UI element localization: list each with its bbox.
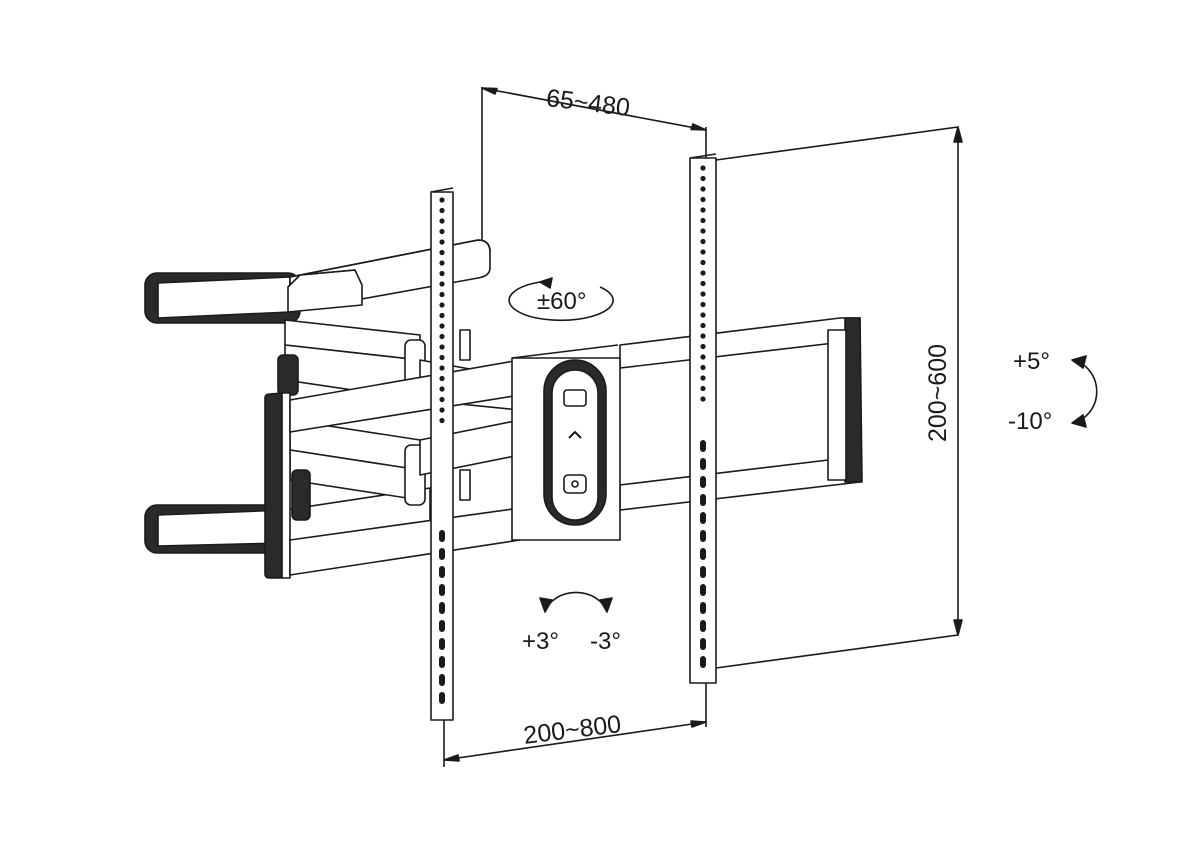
mounting-hole bbox=[700, 396, 706, 402]
mounting-slot bbox=[700, 494, 706, 506]
mounting-slot bbox=[700, 566, 706, 578]
mounting-slot bbox=[700, 458, 706, 470]
mounting-hole bbox=[700, 280, 706, 287]
mounting-hole bbox=[439, 396, 445, 403]
mounting-hole bbox=[439, 270, 445, 277]
mounting-hole bbox=[700, 196, 706, 203]
level-plus-label: +3° bbox=[522, 628, 559, 655]
mounting-slot bbox=[439, 620, 445, 632]
mounting-hole bbox=[700, 228, 706, 234]
mounting-slot bbox=[700, 656, 706, 668]
mounting-hole bbox=[439, 281, 445, 287]
mounting-hole bbox=[439, 323, 445, 329]
mounting-slot bbox=[439, 548, 445, 560]
extension-dimension-lines bbox=[481, 87, 707, 240]
mounting-hole bbox=[700, 270, 706, 276]
mounting-slot bbox=[439, 530, 445, 542]
swivel-angle-label: ±60° bbox=[537, 288, 587, 315]
mounting-slot bbox=[700, 620, 706, 632]
mounting-slot bbox=[439, 674, 445, 686]
mounting-hole bbox=[439, 375, 445, 382]
mounting-hole bbox=[439, 218, 445, 224]
mounting-slot bbox=[700, 440, 706, 452]
center-carriage bbox=[511, 344, 621, 541]
mounting-hole bbox=[439, 344, 445, 350]
horizontal-dimension-lines bbox=[443, 680, 707, 767]
mounting-slot bbox=[700, 530, 706, 542]
mounting-hole bbox=[700, 175, 706, 182]
vertical-dimension-lines bbox=[715, 126, 963, 669]
mounting-hole bbox=[700, 207, 706, 213]
mounting-slot bbox=[439, 584, 445, 596]
mounting-slot bbox=[700, 584, 706, 596]
mounting-slot bbox=[700, 638, 706, 650]
mounting-hole bbox=[439, 239, 445, 245]
level-minus-label: -3° bbox=[590, 628, 621, 655]
mounting-slot bbox=[439, 692, 445, 704]
tilt-down-label: -10° bbox=[1008, 408, 1053, 435]
mounting-hole bbox=[700, 238, 706, 245]
mounting-hole bbox=[700, 291, 706, 297]
mounting-hole bbox=[439, 207, 445, 214]
mounting-hole bbox=[700, 354, 706, 360]
mounting-slot bbox=[439, 602, 445, 614]
mounting-hole bbox=[700, 165, 706, 171]
mounting-slot bbox=[700, 476, 706, 488]
mounting-hole bbox=[439, 407, 445, 413]
mounting-hole bbox=[439, 249, 445, 256]
mounting-hole bbox=[700, 249, 706, 255]
mounting-hole bbox=[700, 301, 706, 308]
mounting-hole bbox=[700, 259, 706, 266]
mounting-hole bbox=[439, 417, 445, 424]
mounting-hole bbox=[439, 291, 445, 298]
mounting-slot bbox=[700, 512, 706, 524]
mounting-hole bbox=[700, 375, 706, 381]
mounting-hole bbox=[439, 312, 445, 319]
level-arrow-icon bbox=[539, 591, 613, 613]
mounting-hole bbox=[700, 322, 706, 329]
mounting-hole bbox=[439, 260, 445, 266]
mounting-hole bbox=[700, 186, 706, 192]
mounting-hole bbox=[700, 385, 706, 392]
vertical-spacing-label: 200~600 bbox=[924, 343, 952, 442]
tilt-arrow-icon bbox=[1071, 355, 1098, 428]
swivel-arrow-icon bbox=[508, 277, 614, 322]
mounting-slot bbox=[700, 548, 706, 560]
left-vertical-bracket bbox=[430, 187, 454, 721]
mounting-hole bbox=[439, 197, 445, 203]
mounting-hole bbox=[439, 333, 445, 340]
mounting-holes bbox=[439, 165, 706, 704]
tilt-up-label: +5° bbox=[1013, 348, 1050, 375]
mounting-hole bbox=[439, 365, 445, 371]
mounting-hole bbox=[700, 343, 706, 350]
mounting-hole bbox=[439, 354, 445, 361]
mounting-hole bbox=[700, 364, 706, 371]
mounting-hole bbox=[700, 217, 706, 224]
mounting-hole bbox=[439, 302, 445, 308]
mounting-hole bbox=[700, 312, 706, 318]
mounting-slot bbox=[439, 656, 445, 668]
mounting-slot bbox=[700, 602, 706, 614]
mounting-hole bbox=[439, 228, 445, 235]
mounting-hole bbox=[439, 386, 445, 392]
mounting-hole bbox=[700, 333, 706, 339]
mounting-slot bbox=[439, 638, 445, 650]
mounting-slot bbox=[439, 566, 445, 578]
